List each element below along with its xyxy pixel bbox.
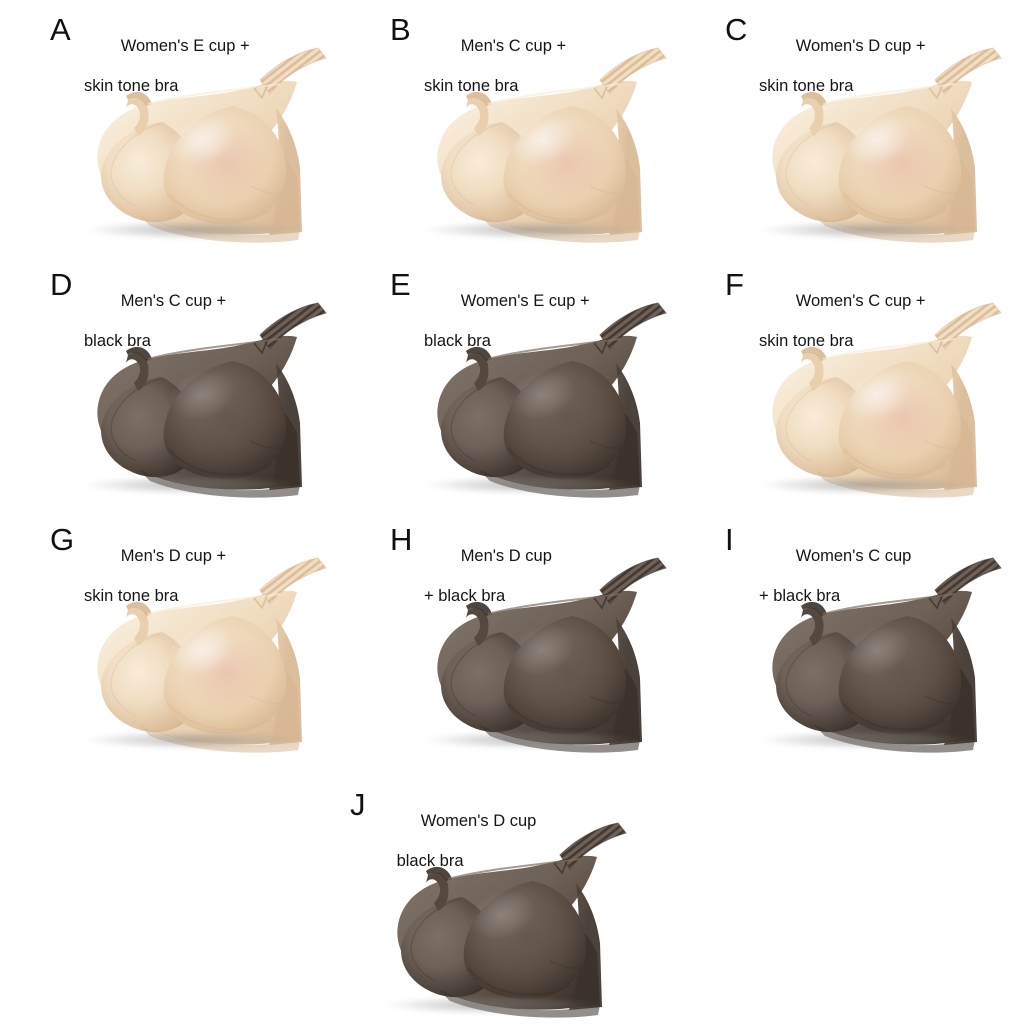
product-drop-shadow [761,221,971,239]
product-image-c [739,44,1020,249]
variant-letter: B [390,12,411,47]
variant-card-j[interactable]: J Women's D cup black bra [340,775,680,1030]
product-drop-shadow [86,731,296,749]
product-image-b [404,44,694,249]
variant-card-c[interactable]: C Women's D cup + skin tone bra [715,0,1020,255]
variant-card-i[interactable]: I Women's C cup + black bra [715,510,1020,765]
product-image-e [404,299,694,504]
variant-letter: J [350,787,366,822]
variant-card-d[interactable]: D Men's C cup + black bra [40,255,380,510]
product-image-a [64,44,354,249]
product-image-f [739,299,1020,504]
variant-card-h[interactable]: H Men's D cup + black bra [380,510,720,765]
variant-letter: A [50,12,71,47]
product-image-j [364,819,654,1024]
product-drop-shadow [761,731,971,749]
product-drop-shadow [86,221,296,239]
product-drop-shadow [426,221,636,239]
product-image-g [64,554,354,759]
product-drop-shadow [761,476,971,494]
variant-card-e[interactable]: E Women's E cup + black bra [380,255,720,510]
variant-letter: G [50,522,75,557]
variant-letter: E [390,267,411,302]
product-drop-shadow [86,476,296,494]
product-drop-shadow [426,476,636,494]
variant-card-g[interactable]: G Men's D cup + skin tone bra [40,510,380,765]
variant-letter: D [50,267,73,302]
product-image-d [64,299,354,504]
product-image-h [404,554,694,759]
variant-letter: H [390,522,413,557]
variant-card-b[interactable]: B Men's C cup + skin tone bra [380,0,720,255]
variant-letter: C [725,12,748,47]
variant-card-f[interactable]: F Women's C cup + skin tone bra [715,255,1020,510]
product-drop-shadow [426,731,636,749]
product-image-i [739,554,1020,759]
variant-card-a[interactable]: A Women's E cup + skin tone bra [40,0,380,255]
product-drop-shadow [386,996,596,1014]
variant-letter: I [725,522,734,557]
variant-letter: F [725,267,744,302]
